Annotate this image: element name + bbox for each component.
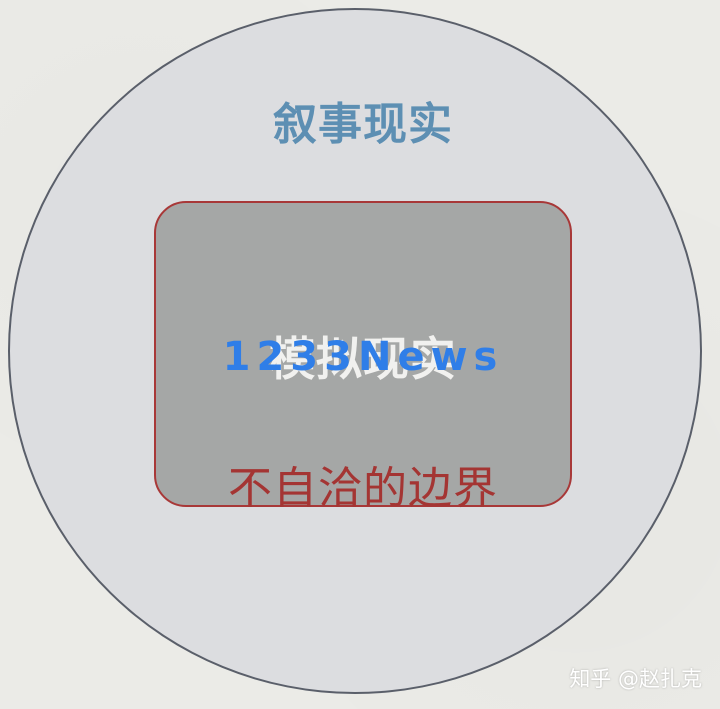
simulated-reality-label: 模拟现实 [269, 332, 457, 386]
simulated-reality-box [154, 201, 572, 507]
author-credit: 知乎 @赵扎克 [569, 667, 702, 691]
inconsistent-boundary-label: 不自洽的边界 [228, 463, 498, 514]
watermark-text: 1233News [222, 334, 504, 380]
narrative-reality-label: 叙事现实 [273, 99, 453, 150]
